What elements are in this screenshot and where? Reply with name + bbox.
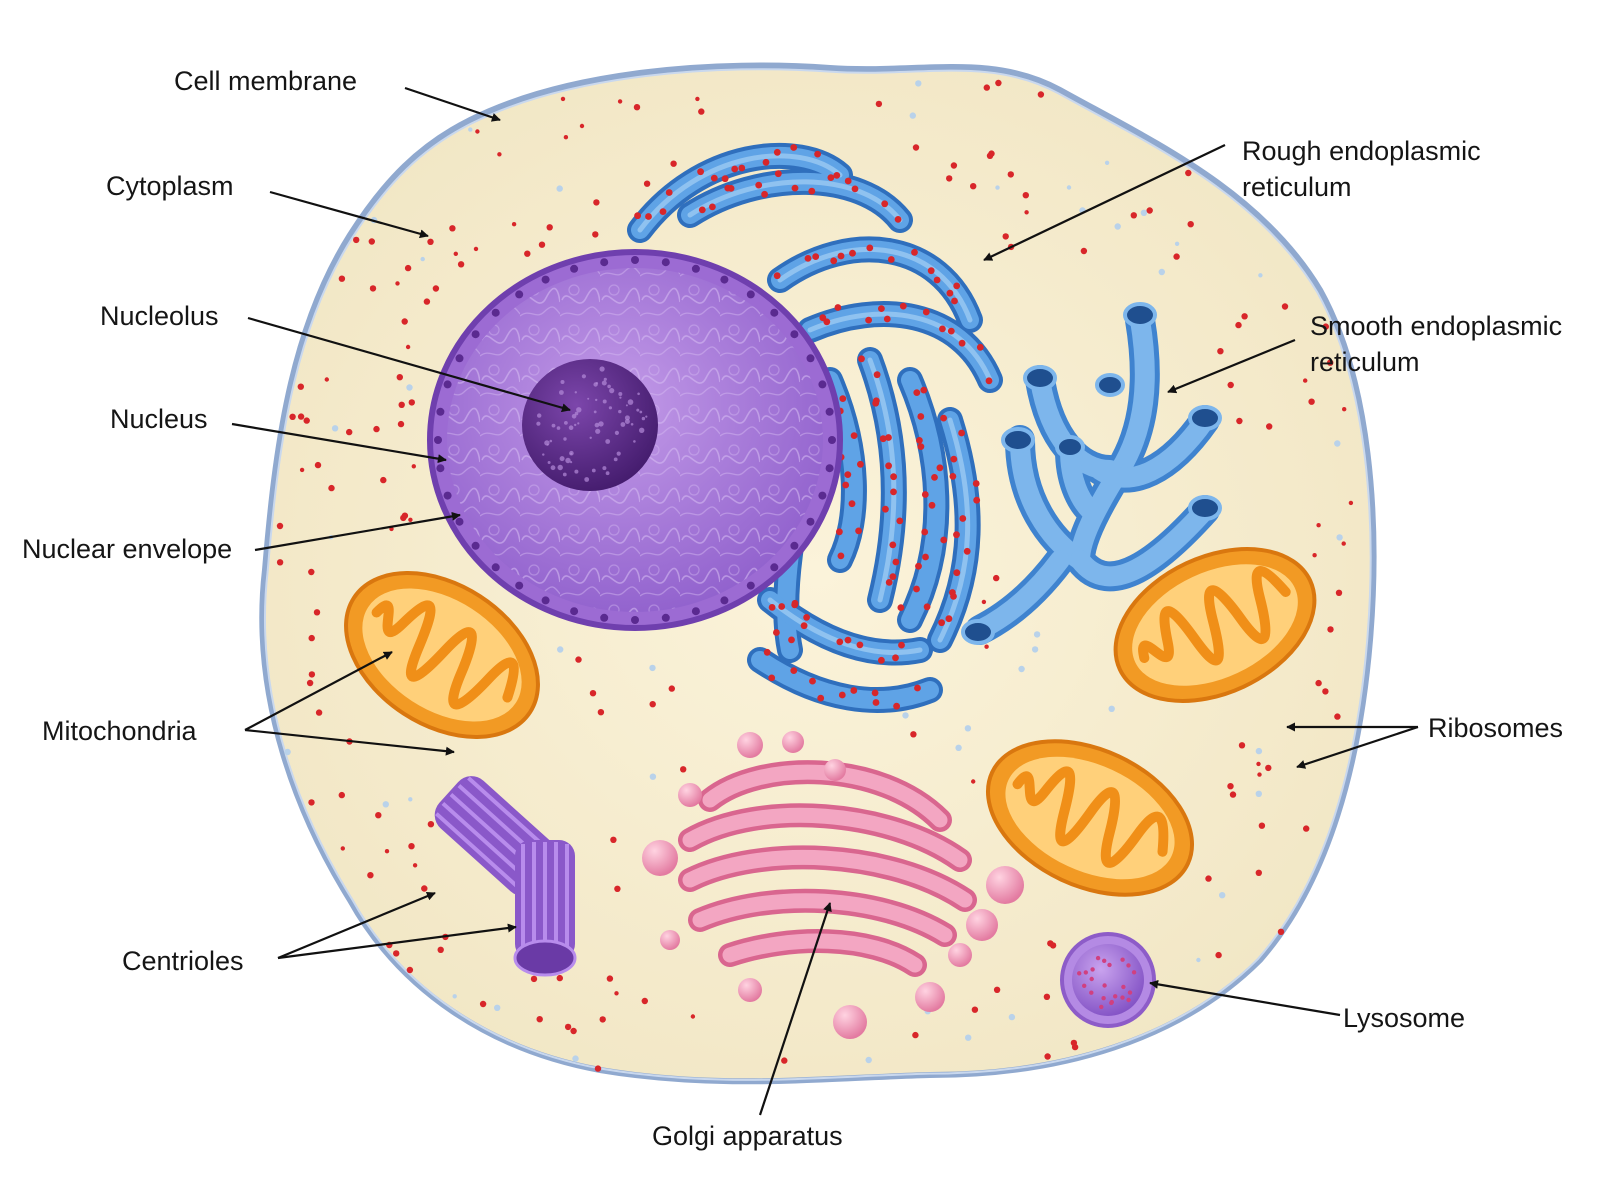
label-nucleolus: Nucleolus bbox=[100, 301, 219, 331]
nucleolus-speckles bbox=[536, 366, 648, 482]
label-golgi-apparatus: Golgi apparatus bbox=[652, 1121, 843, 1151]
mitochondrion-right-top bbox=[1113, 547, 1317, 703]
label-ribosomes: Ribosomes bbox=[1428, 713, 1563, 743]
leader-lines bbox=[231, 86, 1419, 1116]
rough-er-ribosomes bbox=[634, 144, 993, 710]
nuclear-pores bbox=[434, 256, 836, 624]
label-nuclear-envelope: Nuclear envelope bbox=[22, 534, 232, 564]
label-cell-membrane: Cell membrane bbox=[174, 66, 357, 96]
label-smooth-er-line1: Smooth endoplasmic bbox=[1310, 311, 1562, 341]
label-smooth-er-line2: reticulum bbox=[1310, 347, 1420, 377]
label-rough-er-line1: Rough endoplasmic bbox=[1242, 136, 1481, 166]
label-lysosome: Lysosome bbox=[1343, 1003, 1465, 1033]
label-centrioles: Centrioles bbox=[122, 946, 244, 976]
nucleolus-shape bbox=[522, 359, 658, 491]
mitochondrion-right-bottom bbox=[985, 739, 1195, 897]
smooth-er-shape bbox=[961, 302, 1222, 645]
nucleus-shape bbox=[427, 249, 843, 631]
label-nucleus: Nucleus bbox=[110, 404, 208, 434]
ribosome-dots bbox=[276, 79, 1354, 1072]
label-cytoplasm: Cytoplasm bbox=[106, 171, 234, 201]
labels: Cell membrane Cytoplasm Nucleolus Nucleu… bbox=[22, 66, 1563, 1151]
centriole-lower bbox=[513, 840, 577, 977]
golgi-vesicles bbox=[642, 731, 1024, 1039]
label-rough-er-line2: reticulum bbox=[1242, 172, 1352, 202]
mitochondrion-left bbox=[344, 571, 540, 739]
label-mitochondria: Mitochondria bbox=[42, 716, 198, 746]
lysosome-shape bbox=[1060, 932, 1156, 1028]
golgi-shape bbox=[678, 760, 977, 977]
